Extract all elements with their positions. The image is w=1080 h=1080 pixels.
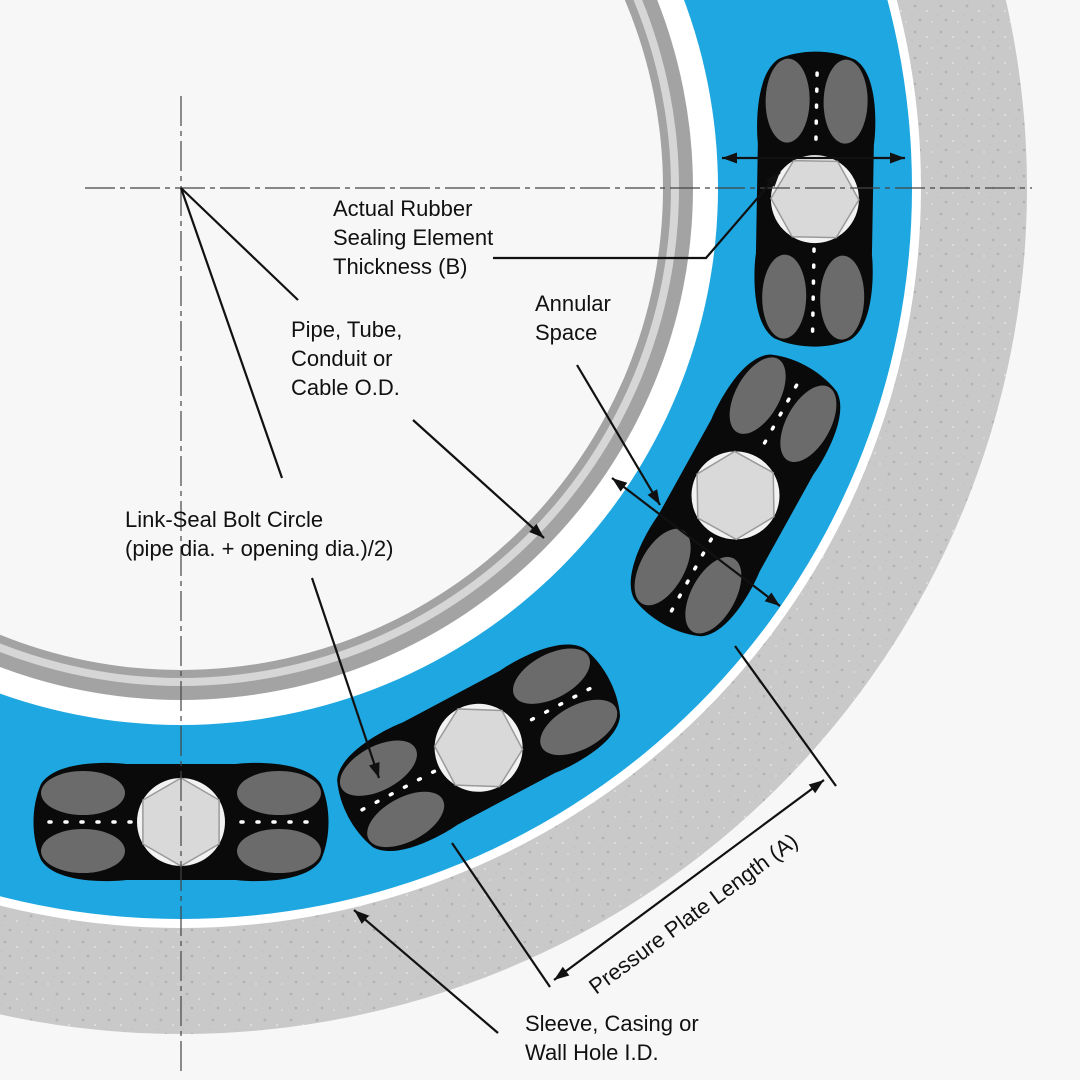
- pressure-plate-dimension: [553, 779, 825, 981]
- rubber-pad-icon: [540, 699, 618, 756]
- rubber-pad-icon: [685, 556, 742, 634]
- arrowheads: [354, 152, 905, 980]
- arrowhead-icon: [764, 592, 780, 606]
- hex-bolt-icon: [696, 450, 775, 541]
- rubber-pad-icon: [823, 59, 868, 144]
- rubber-pad-icon: [513, 648, 591, 704]
- rubber-thickness-line-1: Actual Rubber: [333, 196, 472, 221]
- hex-bolt-icon: [770, 159, 860, 239]
- rubber-pad-icon: [762, 254, 807, 339]
- rubber-thickness-line-2: Sealing Element: [333, 225, 493, 250]
- rubber-pad-icon: [237, 771, 321, 815]
- link-segment-icon: [630, 354, 841, 637]
- pipe-od-line-2: Conduit or: [291, 346, 393, 371]
- leader-lines: [179, 156, 905, 1034]
- pipe-od-radius-line: [180, 187, 299, 301]
- arrowhead-icon: [612, 478, 628, 492]
- bolt-circle-line-2: (pipe dia. + opening dia.)/2): [125, 536, 393, 561]
- rubber-pad-icon: [634, 528, 691, 606]
- arrowhead-icon: [766, 172, 780, 187]
- rubber-pad-icon: [41, 771, 125, 815]
- arrowhead-icon: [354, 910, 369, 924]
- annular-space-label: Annular Space: [535, 291, 617, 345]
- arrowhead-icon: [554, 966, 570, 980]
- pipe-bore: [0, 0, 663, 670]
- sleeve-id-line-2: Wall Hole I.D.: [525, 1040, 659, 1065]
- centerlines: [85, 96, 1032, 1075]
- annular-space-leader: [576, 364, 661, 506]
- rubber-pad-icon: [237, 829, 321, 873]
- hex-bolt-icon: [433, 708, 524, 788]
- sleeve-id-line-1: Sleeve, Casing or: [525, 1011, 699, 1036]
- pipe-od-line-3: Cable O.D.: [291, 375, 400, 400]
- link-segment-icon: [337, 644, 621, 852]
- rubber-pad-icon: [41, 829, 125, 873]
- annular-space-dimension: [611, 477, 781, 607]
- pipe-od-label: Pipe, Tube, Conduit or Cable O.D.: [291, 317, 408, 400]
- arrowhead-icon: [722, 152, 737, 164]
- rubber-pad-icon: [820, 255, 865, 340]
- bolt-circle-line-1: Link-Seal Bolt Circle: [125, 507, 323, 532]
- rubber-pad-icon: [765, 58, 810, 143]
- rubber-pad-icon: [367, 791, 445, 848]
- arrowhead-icon: [647, 489, 660, 505]
- pressure-plate-ext-lower: [451, 842, 551, 988]
- pipe-od-leader: [412, 419, 545, 539]
- sleeve-id-leader: [353, 909, 499, 1034]
- annular-space-line-2: Space: [535, 320, 597, 345]
- arrowhead-icon: [529, 523, 544, 538]
- rubber-pad-icon: [729, 357, 786, 434]
- sleeve-id-label: Sleeve, Casing or Wall Hole I.D.: [525, 1011, 705, 1065]
- bolt-circle-leader: [310, 577, 381, 779]
- rubber-pad-icon: [780, 385, 837, 462]
- arrowhead-icon: [808, 780, 824, 794]
- rubber-thickness-leader: [493, 171, 781, 260]
- annular-space-line-1: Annular: [535, 291, 611, 316]
- pressure-plate-ext-upper: [734, 645, 837, 787]
- link-segment-icon: [754, 51, 876, 347]
- pipe-od-line-1: Pipe, Tube,: [291, 317, 402, 342]
- arrowhead-icon: [890, 152, 905, 164]
- rubber-thickness-line-3: Thickness (B): [333, 254, 467, 279]
- arrowhead-icon: [369, 762, 380, 778]
- bolt-circle-radius-line: [179, 187, 284, 479]
- rubber-thickness-label: Actual Rubber Sealing Element Thickness …: [333, 196, 499, 279]
- bolt-circle-label: Link-Seal Bolt Circle (pipe dia. + openi…: [125, 507, 393, 561]
